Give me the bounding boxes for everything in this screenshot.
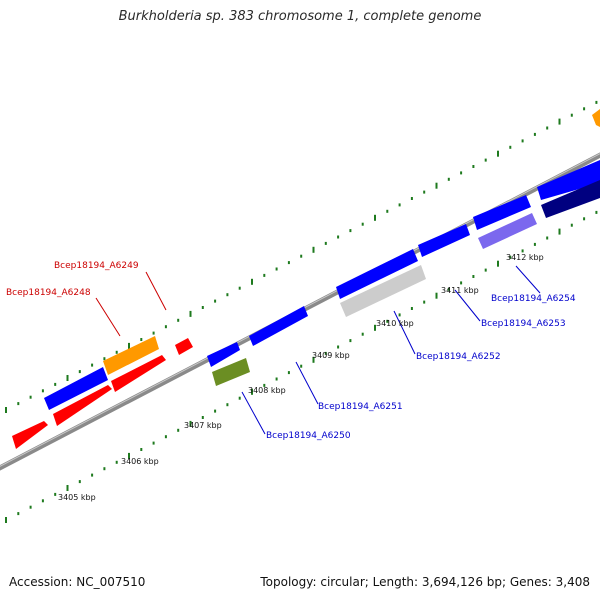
kbp-label: 3410 kbp [376,319,414,328]
gene-feature [175,338,193,355]
gene-feature [207,342,240,367]
gene-feature [249,306,308,346]
gene-feature [418,224,470,257]
leader-line [454,289,481,322]
genes-reverse [212,180,600,386]
gene-label: Bcep18194_A6250 [266,431,351,441]
genome-stats-text: Topology: circular; Length: 3,694,126 bp… [260,575,590,589]
gene-label: Bcep18194_A6251 [318,402,403,412]
accession-text: Accession: NC_007510 [9,575,146,589]
kbp-label: 3412 kbp [506,253,544,262]
gene-feature [111,355,166,392]
gene-feature [212,358,250,386]
gene-feature [340,265,426,317]
leader-line [393,310,416,355]
leader-line [295,361,319,405]
gene-label: Bcep18194_A6253 [481,319,566,329]
gene-feature [53,385,112,426]
gene-feature [473,195,531,230]
kbp-label: 3406 kbp [121,457,159,466]
gene-feature [12,421,48,449]
gene-label: Bcep18194_A6249 [54,261,139,271]
label-leader-lines [95,265,541,435]
kbp-label: 3405 kbp [58,493,96,502]
gene-feature [592,109,600,127]
leader-line [241,391,266,435]
gene-label: Bcep18194_A6254 [491,294,576,304]
figure-title: Burkholderia sp. 383 chromosome 1, compl… [118,9,482,24]
genes-forward [12,109,600,449]
tick-marks [5,100,598,523]
gene-feature [103,336,159,375]
kbp-label: 3408 kbp [248,386,286,395]
gene-label: Bcep18194_A6248 [6,288,91,298]
gene-feature [336,249,418,299]
gene-feature [537,160,600,200]
leader-line [95,297,121,337]
kbp-label: 3407 kbp [184,421,222,430]
gene-feature [478,213,537,249]
gene-feature [44,367,108,410]
leader-line [145,271,167,311]
leader-line [515,265,541,294]
kbp-label: 3411 kbp [441,286,479,295]
gene-label: Bcep18194_A6252 [416,352,501,362]
gene-feature [541,180,600,218]
kbp-label: 3409 kbp [312,351,350,360]
